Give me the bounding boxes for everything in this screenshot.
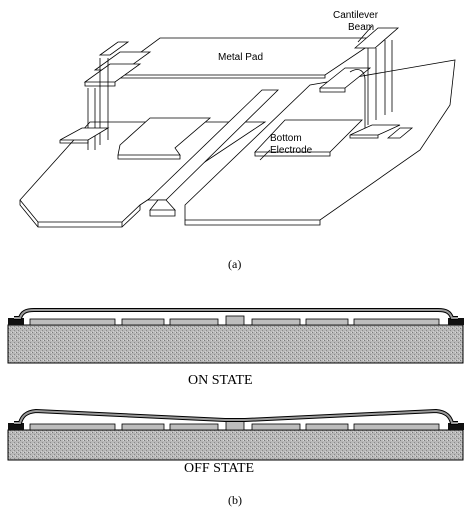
on-state-substrate — [7, 324, 464, 364]
cantilever-label-line1: Cantilever — [333, 10, 379, 21]
left-cantilever-beam — [59, 41, 152, 150]
metal-pad-label: Metal Pad — [218, 52, 263, 63]
on-left-anchor-metal — [8, 318, 24, 325]
right-bottom-electrode — [254, 119, 363, 157]
cantilever-label-line2: Beam — [348, 22, 374, 33]
off-state-cross-section — [7, 408, 464, 461]
on-electrode-6 — [353, 318, 440, 326]
on-electrode-5 — [305, 318, 349, 326]
off-electrode-2 — [121, 423, 165, 431]
off-state-label: OFF STATE — [184, 461, 254, 476]
off-electrode-6 — [353, 423, 440, 431]
on-signal-line — [225, 315, 245, 326]
off-signal-line — [225, 420, 245, 431]
caption-a: (a) — [228, 257, 241, 271]
on-state-cross-section — [7, 308, 464, 364]
caption-b: (b) — [228, 493, 242, 507]
off-electrode-1 — [29, 423, 116, 431]
bottom-electrode-label-line1: Bottom — [270, 133, 302, 144]
on-electrode-4 — [251, 318, 301, 326]
right-cantilever-beam — [318, 27, 414, 139]
on-electrode-2 — [121, 318, 165, 326]
off-state-substrate — [7, 429, 464, 461]
off-electrode-4 — [251, 423, 301, 431]
perspective-view: Cantilever Beam Metal Pad Bottom Electro… — [19, 10, 456, 228]
electrode-callout-line — [259, 149, 271, 161]
off-electrode-3 — [169, 423, 219, 431]
on-right-anchor-metal — [448, 318, 464, 325]
off-electrode-5 — [305, 423, 349, 431]
bottom-electrode-label-line2: Electrode — [270, 145, 313, 156]
off-left-anchor-metal — [8, 423, 24, 430]
left-bottom-electrode — [117, 117, 212, 160]
on-electrode-3 — [169, 318, 219, 326]
signal-line — [147, 89, 279, 217]
on-state-label: ON STATE — [188, 373, 253, 388]
on-electrode-1 — [29, 318, 116, 326]
off-right-anchor-metal — [448, 423, 464, 430]
cantilever-callout-line — [357, 25, 373, 43]
